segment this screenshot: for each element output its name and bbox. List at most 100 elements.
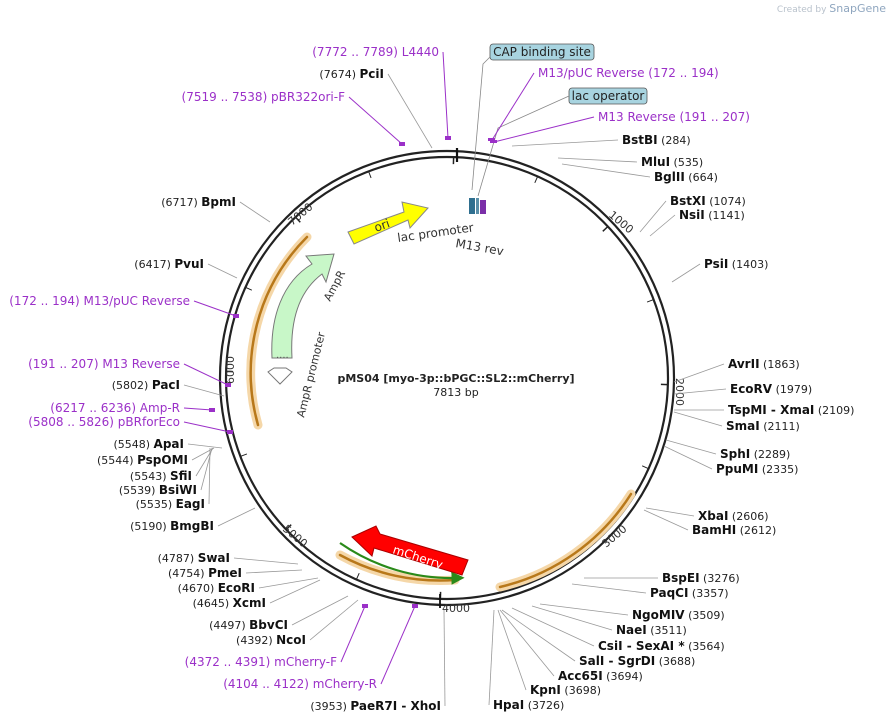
- primer-leader: [183, 421, 231, 433]
- site-text: (6717) BpmI: [161, 195, 236, 209]
- site-name: BstBI: [622, 133, 658, 147]
- site-pos: (2289): [750, 448, 790, 461]
- site-label: EcoRV (1979): [673, 382, 812, 396]
- site-leader: [673, 411, 723, 427]
- site-name: SalI - SgrDI: [579, 654, 655, 668]
- site-name: SwaI: [198, 551, 230, 565]
- primer-label: (7519 .. 7538) pBR322ori-F: [182, 90, 405, 146]
- site-text: (5544) PspOMI: [97, 453, 188, 467]
- site-leader: [673, 363, 725, 383]
- site-label: (4392) NcoI: [236, 599, 359, 647]
- ampr-promoter-dots: ....: [276, 350, 289, 361]
- tick-mark: [245, 286, 253, 291]
- site-text: PsiI (1403): [704, 257, 768, 271]
- ampr-promoter-arrow: [267, 367, 293, 385]
- site-name: PpuMI: [716, 462, 758, 476]
- site-leader: [309, 599, 359, 641]
- site-label: SmaI (2111): [673, 411, 800, 433]
- site-name: KpnI: [530, 683, 561, 697]
- ori-label: ori: [372, 216, 391, 234]
- site-name: PspOMI: [137, 453, 188, 467]
- site-pos: (7674): [319, 68, 359, 81]
- site-pos: (5548): [113, 438, 153, 451]
- site-name: PaqCI: [650, 586, 688, 600]
- site-name: EcoRV: [730, 382, 773, 396]
- tick-label-4000: 4000: [442, 602, 470, 615]
- tick-label-6000: 6000: [224, 356, 237, 384]
- site-text: SalI - SgrDI (3688): [579, 654, 695, 668]
- site-name: XbaI: [698, 509, 728, 523]
- site-label: NgoMIV (3509): [539, 603, 725, 622]
- site-text: PaqCI (3357): [650, 586, 729, 600]
- ori-feature: [347, 201, 429, 245]
- primer-text: (6217 .. 6236) Amp-R: [50, 401, 180, 415]
- site-label: AvrII (1863): [673, 357, 800, 383]
- primer-label: (4104 .. 4122) mCherry-R: [223, 604, 418, 691]
- site-text: AvrII (1863): [728, 357, 800, 371]
- site-label: (5548) ApaI: [113, 437, 223, 451]
- site-name: SmaI: [726, 419, 760, 433]
- site-pos: (1863): [760, 358, 800, 371]
- site-leader: [183, 384, 225, 397]
- site-label: BspEI (3276): [584, 571, 740, 585]
- site-name: BamHI: [692, 523, 736, 537]
- site-name: XcmI: [233, 596, 266, 610]
- backbone-inner: [224, 155, 670, 601]
- site-label: (5543) SfiI: [130, 447, 214, 483]
- site-label: (7674) PciI: [319, 67, 433, 149]
- site-text: (4670) EcoRI: [178, 581, 255, 595]
- primer-label: (6217 .. 6236) Amp-R: [50, 401, 215, 415]
- site-name: BmgBI: [170, 519, 214, 533]
- site-label: KpnI (3698): [497, 609, 601, 697]
- credit-prefix: Created by: [776, 5, 827, 15]
- primer-leader: [183, 363, 229, 386]
- primer-mark: [233, 314, 239, 318]
- primer-label: (172 .. 194) M13/pUC Reverse: [9, 294, 239, 318]
- site-pos: (4645): [193, 597, 233, 610]
- site-text: (4645) XcmI: [193, 596, 266, 610]
- site-text: CsiI - SexAI * (3564): [598, 639, 725, 653]
- site-leader: [497, 609, 527, 691]
- site-pos: (6717): [161, 196, 201, 209]
- site-label: PaqCI (3357): [571, 583, 729, 600]
- primer-text: (191 .. 207) M13 Reverse: [28, 357, 180, 371]
- site-pos: (1403): [728, 258, 768, 271]
- primer-label: M13/pUC Reverse (172 .. 194): [538, 66, 719, 80]
- site-name: EcoRI: [218, 581, 255, 595]
- site-label: SalI - SgrDI (3688): [501, 609, 695, 668]
- tick-mark: [368, 171, 372, 179]
- plasmid-length: 7813 bp: [433, 386, 478, 399]
- primer-leader: [442, 51, 449, 139]
- site-text: TspMI - XmaI (2109): [728, 403, 854, 417]
- site-leader: [239, 201, 271, 223]
- primer-mark: [362, 604, 368, 608]
- site-label: (4670) EcoRI: [178, 577, 319, 595]
- primer-mark: [209, 408, 215, 412]
- site-leader: [639, 200, 667, 233]
- primer-label: (5808 .. 5826) pBRforEco: [28, 415, 233, 434]
- site-pos: (4754): [168, 567, 208, 580]
- site-text: (5548) ApaI: [113, 437, 184, 451]
- site-text: KpnI (3698): [530, 683, 601, 697]
- m13-rev-feature: [480, 200, 486, 214]
- site-label: (5802) PacI: [112, 378, 225, 397]
- site-pos: (5543): [130, 470, 170, 483]
- site-text: XbaI (2606): [698, 509, 768, 523]
- cap-callout-box: [489, 43, 595, 61]
- site-pos: (1141): [705, 209, 745, 222]
- site-leader: [645, 507, 695, 517]
- site-label: (4497) BbvCI: [209, 595, 349, 632]
- primer-leader: [183, 407, 213, 411]
- callout-leaders: [471, 56, 570, 197]
- site-leader: [571, 583, 647, 594]
- site-leader: [673, 388, 727, 395]
- site-name: BbvCI: [249, 618, 288, 632]
- ampr-promoter-label: AmpR promoter: [294, 330, 328, 418]
- site-label: CsiI - SexAI * (3564): [511, 607, 725, 653]
- site-leader: [217, 507, 256, 527]
- site-label: SphI (2289): [665, 439, 790, 461]
- site-label: PpuMI (2335): [663, 445, 798, 476]
- site-name: BspEI: [662, 571, 700, 585]
- primer-text: (4372 .. 4391) mCherry-F: [185, 655, 337, 669]
- site-label: (5544) PspOMI: [97, 447, 215, 467]
